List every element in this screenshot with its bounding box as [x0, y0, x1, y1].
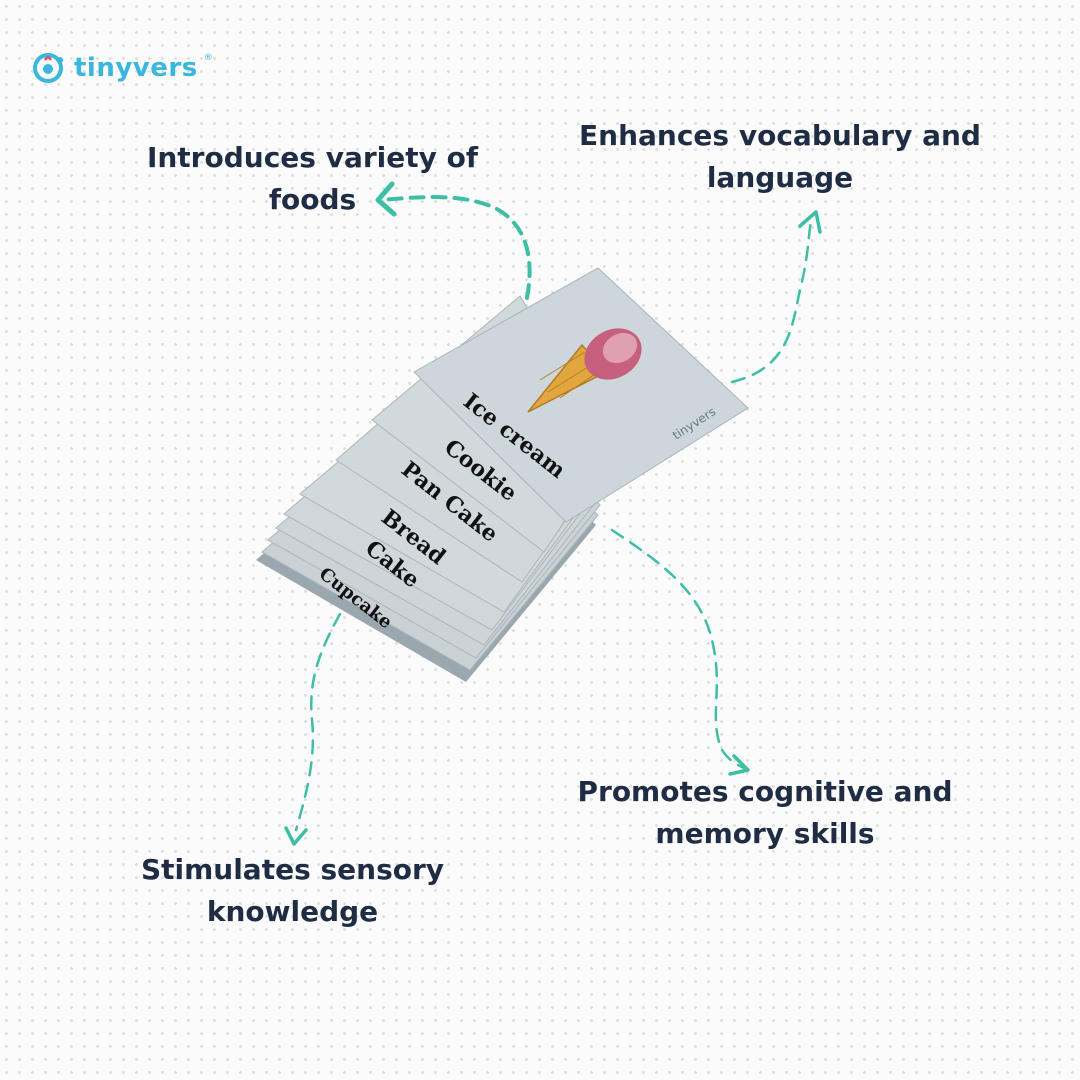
brand-logo: tinyvers ®	[30, 52, 213, 84]
arrow-vocabulary	[730, 216, 814, 384]
ice-cream-cone-icon	[527, 328, 642, 413]
baby-face-icon	[33, 53, 63, 83]
arrowhead-variety	[375, 181, 397, 217]
feature-vocabulary-language: Enhances vocabulary and language	[579, 119, 981, 194]
arrowhead-vocabulary	[798, 210, 822, 234]
feature-sensory-knowledge: Stimulates sensory knowledge	[140, 853, 445, 928]
arrow-cognitive	[610, 528, 746, 770]
feature-variety-of-foods: Introduces variety of foods	[146, 141, 479, 216]
arrow-sensory	[294, 612, 342, 832]
arrowhead-sensory	[284, 826, 308, 846]
arrowhead-cognitive	[728, 754, 750, 776]
brand-name: tinyvers	[74, 53, 198, 83]
feature-cognitive-memory: Promotes cognitive and memory skills	[577, 775, 953, 850]
arrow-variety	[380, 195, 532, 300]
card-stack	[256, 267, 749, 682]
connector-arrows	[294, 195, 814, 832]
registered-mark: ®	[203, 53, 213, 63]
